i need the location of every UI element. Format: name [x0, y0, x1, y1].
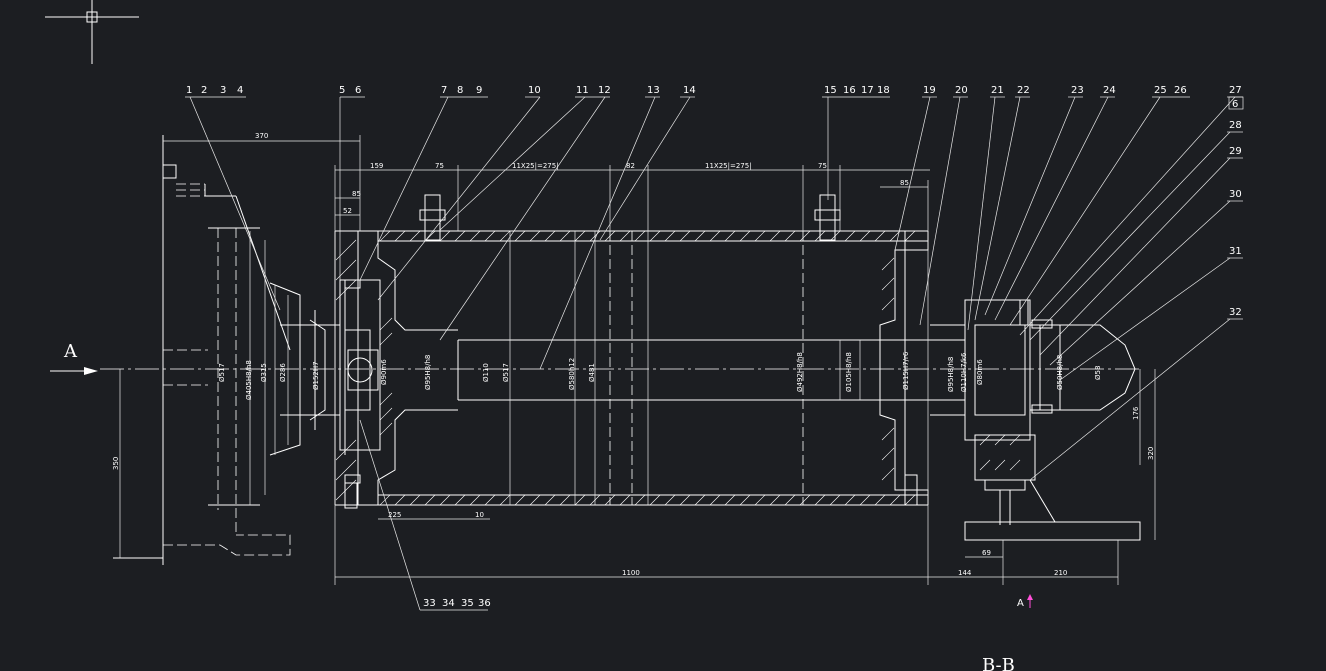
- section-hatching: [335, 230, 916, 506]
- callout-32: 32: [1229, 307, 1242, 318]
- phi-115: Ø115H7/r6: [902, 351, 910, 390]
- dim-320: 320: [1147, 447, 1155, 460]
- callout-27-box: 6: [1232, 99, 1238, 110]
- phi-286: Ø286: [279, 363, 287, 382]
- view-a-arrow: A: [50, 341, 98, 375]
- callout-2: 2: [201, 85, 207, 96]
- phi-90: Ø90m6: [380, 359, 388, 385]
- top-bolts: [419, 194, 918, 506]
- callout-35: 35: [461, 598, 474, 609]
- callout-30: 30: [1229, 189, 1242, 200]
- callout-31: 31: [1229, 246, 1242, 257]
- callout-10: 10: [528, 85, 541, 96]
- callout-23: 23: [1071, 85, 1084, 96]
- view-a-label: A: [63, 341, 78, 362]
- callout-8: 8: [457, 85, 463, 96]
- phi-58: Ø58: [1094, 366, 1102, 380]
- phi-517-right: Ø517: [502, 363, 510, 382]
- callout-3: 3: [220, 85, 226, 96]
- phi-405: Ø405H8/h8: [245, 360, 253, 400]
- callout-12: 12: [598, 85, 611, 96]
- dimension-lines: [119, 135, 1156, 585]
- dim-82: 82: [626, 162, 635, 170]
- dim-350: 350: [112, 457, 120, 470]
- dim-69: 69: [982, 549, 991, 557]
- phi-580: Ø580h12: [568, 358, 576, 390]
- phi-481: Ø481: [588, 363, 596, 382]
- callout-19: 19: [923, 85, 936, 96]
- callout-17: 17: [861, 85, 874, 96]
- dim-370: 370: [255, 132, 268, 140]
- callout-29: 29: [1229, 146, 1242, 157]
- callout-16: 16: [843, 85, 856, 96]
- view-a-marker-label: A: [1017, 598, 1024, 609]
- ucs-crosshair-icon: [45, 0, 139, 64]
- diameter-labels: Ø517 Ø405H8/h8 Ø315 Ø286 Ø152H7 Ø90m6 Ø9…: [218, 351, 1102, 400]
- phi-95-left: Ø95H8/h8: [424, 355, 432, 390]
- dim-75a: 75: [435, 162, 444, 170]
- callout-5: 5: [339, 85, 345, 96]
- callout-21: 21: [991, 85, 1004, 96]
- phi-315: Ø315: [260, 363, 268, 382]
- callout-13: 13: [647, 85, 660, 96]
- dim-144: 144: [958, 569, 972, 577]
- callout-27: 27: [1229, 85, 1242, 96]
- phi-517-left: Ø517: [218, 363, 226, 382]
- dim-159: 159: [370, 162, 383, 170]
- dim-225: 225: [388, 511, 401, 519]
- section-bb-label: B-B: [982, 655, 1015, 671]
- callout-18: 18: [877, 85, 890, 96]
- phi-50: Ø50H8/h8: [1056, 355, 1064, 390]
- callout-7: 7: [441, 85, 447, 96]
- phi-80: Ø80m6: [976, 359, 984, 385]
- dim-1100: 1100: [622, 569, 640, 577]
- phi-492: Ø492H8/h8: [796, 352, 804, 392]
- dim-210: 210: [1054, 569, 1067, 577]
- dim-85b: 85: [352, 190, 361, 198]
- dim-11x25a: 11X25|=275|: [512, 162, 559, 170]
- callout-leaders: [185, 96, 1243, 611]
- dim-75b: 75: [818, 162, 827, 170]
- phi-152: Ø152H7: [312, 361, 320, 390]
- dim-176: 176: [1132, 406, 1140, 420]
- callout-25: 25: [1154, 85, 1167, 96]
- callout-14: 14: [683, 85, 696, 96]
- left-hub-assembly: [269, 279, 381, 509]
- callout-4: 4: [237, 85, 243, 96]
- callout-15: 15: [824, 85, 837, 96]
- callout-24: 24: [1103, 85, 1116, 96]
- phi-105: Ø105H8/h8: [845, 352, 853, 392]
- callout-28: 28: [1229, 120, 1242, 131]
- callout-1: 1: [186, 85, 192, 96]
- dim-10: 10: [475, 511, 484, 519]
- phi-110: Ø110: [482, 363, 490, 382]
- section-markers: A B-B: [982, 594, 1033, 671]
- drum-shell: [100, 230, 1140, 506]
- callout-26: 26: [1174, 85, 1187, 96]
- callout-20: 20: [955, 85, 968, 96]
- callout-22: 22: [1017, 85, 1030, 96]
- dim-85a: 85: [900, 179, 909, 187]
- dim-11x25b: 11X25|=275|: [705, 162, 752, 170]
- right-bearing-housing: [930, 299, 1141, 541]
- left-mount-bracket: [113, 135, 291, 565]
- dimension-texts: 370 159 75 11X25|=275| 82 11X25|=275| 75…: [112, 132, 1155, 577]
- dim-52: 52: [343, 207, 352, 215]
- callout-33: 33: [423, 598, 436, 609]
- callout-36: 36: [478, 598, 491, 609]
- phi-110-right: Ø110H7/k6: [960, 352, 968, 392]
- callout-11: 11: [576, 85, 589, 96]
- phi-95-right: Ø95H8/h8: [947, 357, 955, 392]
- callout-numbers: 1 2 3 4 5 6 7 8 9 10 11 12 13 14 15 16 1…: [186, 85, 1244, 609]
- callout-34: 34: [442, 598, 455, 609]
- callout-9: 9: [476, 85, 482, 96]
- callout-6: 6: [355, 85, 361, 96]
